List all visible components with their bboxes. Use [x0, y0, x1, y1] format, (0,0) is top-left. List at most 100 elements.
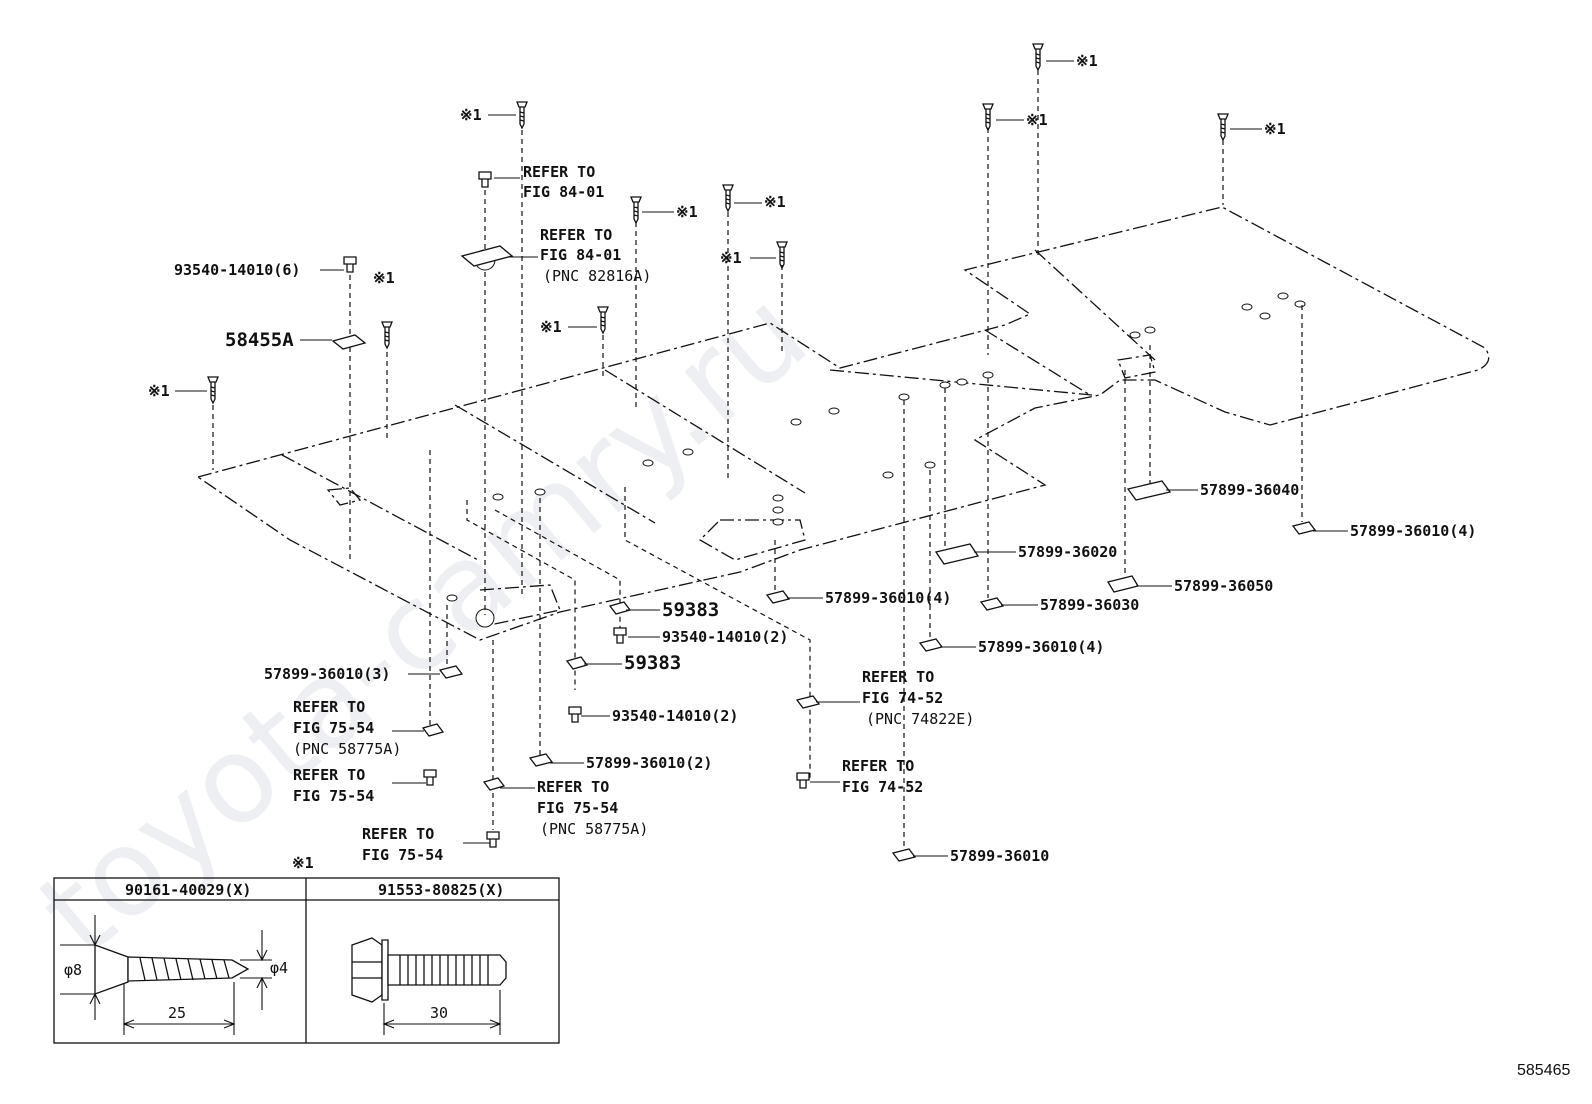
clip-icon: [565, 656, 589, 670]
screw-icon: [776, 241, 788, 270]
bolt-icon: [343, 256, 357, 273]
legend-mark: ※1: [292, 854, 314, 872]
bolt-icon: [486, 831, 500, 848]
refer-fig-label: FIG 75-54: [537, 799, 618, 817]
screw-icon: [630, 196, 642, 225]
part-number-label: 57899-36020: [1018, 543, 1117, 561]
refer-fig-label: FIG 84-01: [540, 246, 621, 264]
clip-icon: [421, 723, 445, 737]
pnc-label: (PNC 58775A): [540, 820, 648, 838]
screw-icon: [597, 306, 609, 335]
legend-col1-part: 90161-40029(X): [125, 881, 251, 899]
clip-icon: [934, 543, 980, 565]
clip-icon: [765, 590, 791, 604]
clip-icon: [331, 334, 367, 350]
refer-to-label: REFER TO: [842, 757, 914, 775]
bolt-icon: [613, 627, 627, 644]
screw-icon: [722, 184, 734, 213]
legend-col2-part: 91553-80825(X): [378, 881, 504, 899]
diagram-number: 585465: [1517, 1062, 1570, 1079]
watermark-text: toyota-camry.ru: [14, 264, 833, 982]
clip-icon: [1126, 480, 1172, 501]
screw-icon: [207, 376, 219, 405]
screw-icon: [381, 321, 393, 350]
clip-icon: [891, 848, 917, 862]
part-number-label: 93540-14010(2): [662, 628, 788, 646]
legend-dia-shank: φ4: [270, 959, 288, 977]
part-number-label: 93540-14010(2): [612, 707, 738, 725]
clip-icon: [795, 695, 821, 709]
mark-x1: ※1: [460, 106, 482, 124]
clip-icon: [482, 777, 506, 791]
pnc-label: (PNC 74822E): [866, 710, 974, 728]
part-number-label: 57899-36010(4): [978, 638, 1104, 656]
bolt-icon: [478, 171, 492, 188]
clip-icon: [1106, 575, 1140, 593]
part-number-label: 93540-14010(6): [174, 261, 300, 279]
refer-fig-label: FIG 75-54: [293, 787, 374, 805]
part-number-label: 57899-36010(3): [264, 665, 390, 683]
legend-length-1: 25: [168, 1004, 186, 1022]
refer-fig-label: FIG 74-52: [842, 778, 923, 796]
part-number-label: 57899-36010: [950, 847, 1049, 865]
refer-to-label: REFER TO: [523, 163, 595, 181]
mark-x1: ※1: [373, 269, 395, 287]
tapping-screw-icon: [60, 915, 272, 1035]
alignment-lines: [212, 70, 1303, 850]
part-labels: ※1 ※1 ※1 ※1 ※1 ※1 ※1 ※1 ※1 ※1 REFER TO F…: [148, 52, 1476, 865]
bolt-icon: [568, 706, 582, 723]
legend-dia-head: φ8: [64, 961, 82, 979]
mark-x1: ※1: [676, 203, 698, 221]
legend-length-2: 30: [430, 1004, 448, 1022]
refer-fig-label: FIG 84-01: [523, 183, 604, 201]
mark-x1: ※1: [1264, 120, 1286, 138]
clip-icon: [1291, 521, 1317, 535]
clips: [331, 245, 1317, 862]
mark-x1: ※1: [1076, 52, 1098, 70]
part-number-label: 58455A: [225, 329, 294, 351]
mark-x1: ※1: [148, 382, 170, 400]
part-number-label: 57899-36010(4): [825, 589, 951, 607]
pnc-label: (PNC 82816A): [543, 267, 651, 285]
refer-to-label: REFER TO: [540, 226, 612, 244]
refer-fig-label: FIG 74-52: [862, 689, 943, 707]
bolt-icon: [423, 769, 437, 786]
part-number-label: 57899-36010(2): [586, 754, 712, 772]
refer-to-label: REFER TO: [362, 825, 434, 843]
refer-fig-label: FIG 75-54: [362, 846, 443, 864]
mark-x1: ※1: [764, 193, 786, 211]
refer-to-label: REFER TO: [862, 668, 934, 686]
mark-x1: ※1: [540, 318, 562, 336]
screw-icon: [1032, 43, 1044, 72]
pnc-label: (PNC 58775A): [293, 740, 401, 758]
mark-x1: ※1: [720, 249, 742, 267]
part-number-label: 57899-36010(4): [1350, 522, 1476, 540]
refer-fig-label: FIG 75-54: [293, 719, 374, 737]
clip-icon: [608, 601, 632, 615]
refer-to-label: REFER TO: [537, 778, 609, 796]
part-number-label: 57899-36040: [1200, 481, 1299, 499]
part-number-label: 57899-36050: [1174, 577, 1273, 595]
clip-icon: [918, 638, 944, 652]
part-number-label: 59383: [662, 599, 719, 621]
part-number-label: 57899-36030: [1040, 596, 1139, 614]
bolt-icon: [796, 772, 810, 789]
floor-panel-front: [196, 206, 1490, 641]
screw-icon: [1217, 113, 1229, 142]
mark-x1: ※1: [1026, 111, 1048, 129]
leader-lines: [175, 60, 1348, 857]
refer-to-label: REFER TO: [293, 698, 365, 716]
grommet-icon: [460, 245, 514, 267]
clip-icon: [528, 753, 554, 767]
clip-icon: [979, 597, 1005, 611]
refer-to-label: REFER TO: [293, 766, 365, 784]
fastener-legend-table: ※1 90161-40029(X) 91553-80825(X) φ8 φ4 2…: [53, 854, 560, 1044]
part-number-label: 59383: [624, 652, 681, 674]
screw-icon: [982, 103, 994, 132]
screw-icon: [516, 101, 528, 130]
flange-bolt-icon: [351, 937, 507, 1035]
clip-icon: [438, 665, 464, 679]
screws: [207, 43, 1229, 848]
